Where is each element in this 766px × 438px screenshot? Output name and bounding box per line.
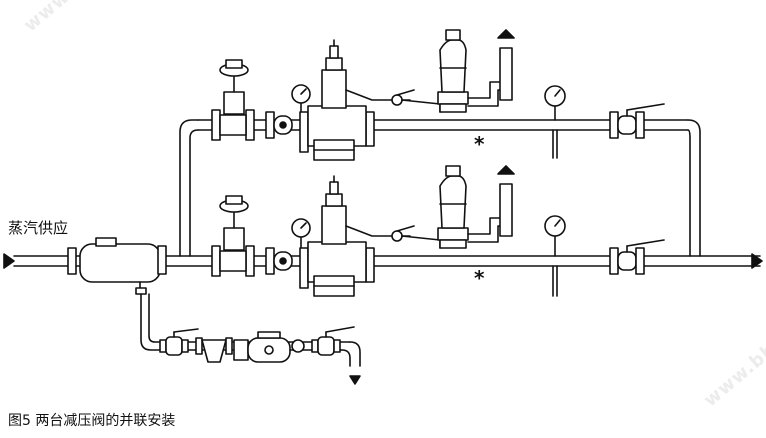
lower-needle-valve xyxy=(391,225,441,249)
main-pipe xyxy=(3,253,763,269)
note-marker-bottom: * xyxy=(474,266,485,290)
upper-ball-valve xyxy=(609,103,665,139)
lower-safety-valve xyxy=(437,165,515,249)
upper-needle-valve xyxy=(391,89,441,113)
steam-supply-label: 蒸汽供应 xyxy=(8,219,69,237)
lower-pressure-gauge-out xyxy=(544,215,566,297)
note-marker-top: * xyxy=(474,132,485,156)
steam-separator xyxy=(67,237,167,295)
upper-strainer xyxy=(265,111,293,139)
parallel-prv-installation-diagram xyxy=(3,29,763,385)
lower-globe-valve xyxy=(211,195,255,277)
upper-pressure-gauge-out xyxy=(544,85,566,159)
upper-safety-valve xyxy=(437,29,515,113)
drain-line xyxy=(140,293,361,385)
upper-pressure-reducing-valve xyxy=(299,39,411,161)
lower-pressure-reducing-valve xyxy=(299,175,411,297)
figure-caption: 图5 两台减压阀的并联安装 xyxy=(8,413,176,429)
lower-strainer xyxy=(265,247,293,275)
lower-ball-valve xyxy=(609,239,665,275)
upper-globe-valve xyxy=(211,59,255,141)
lower-pressure-gauge-in xyxy=(291,218,311,257)
